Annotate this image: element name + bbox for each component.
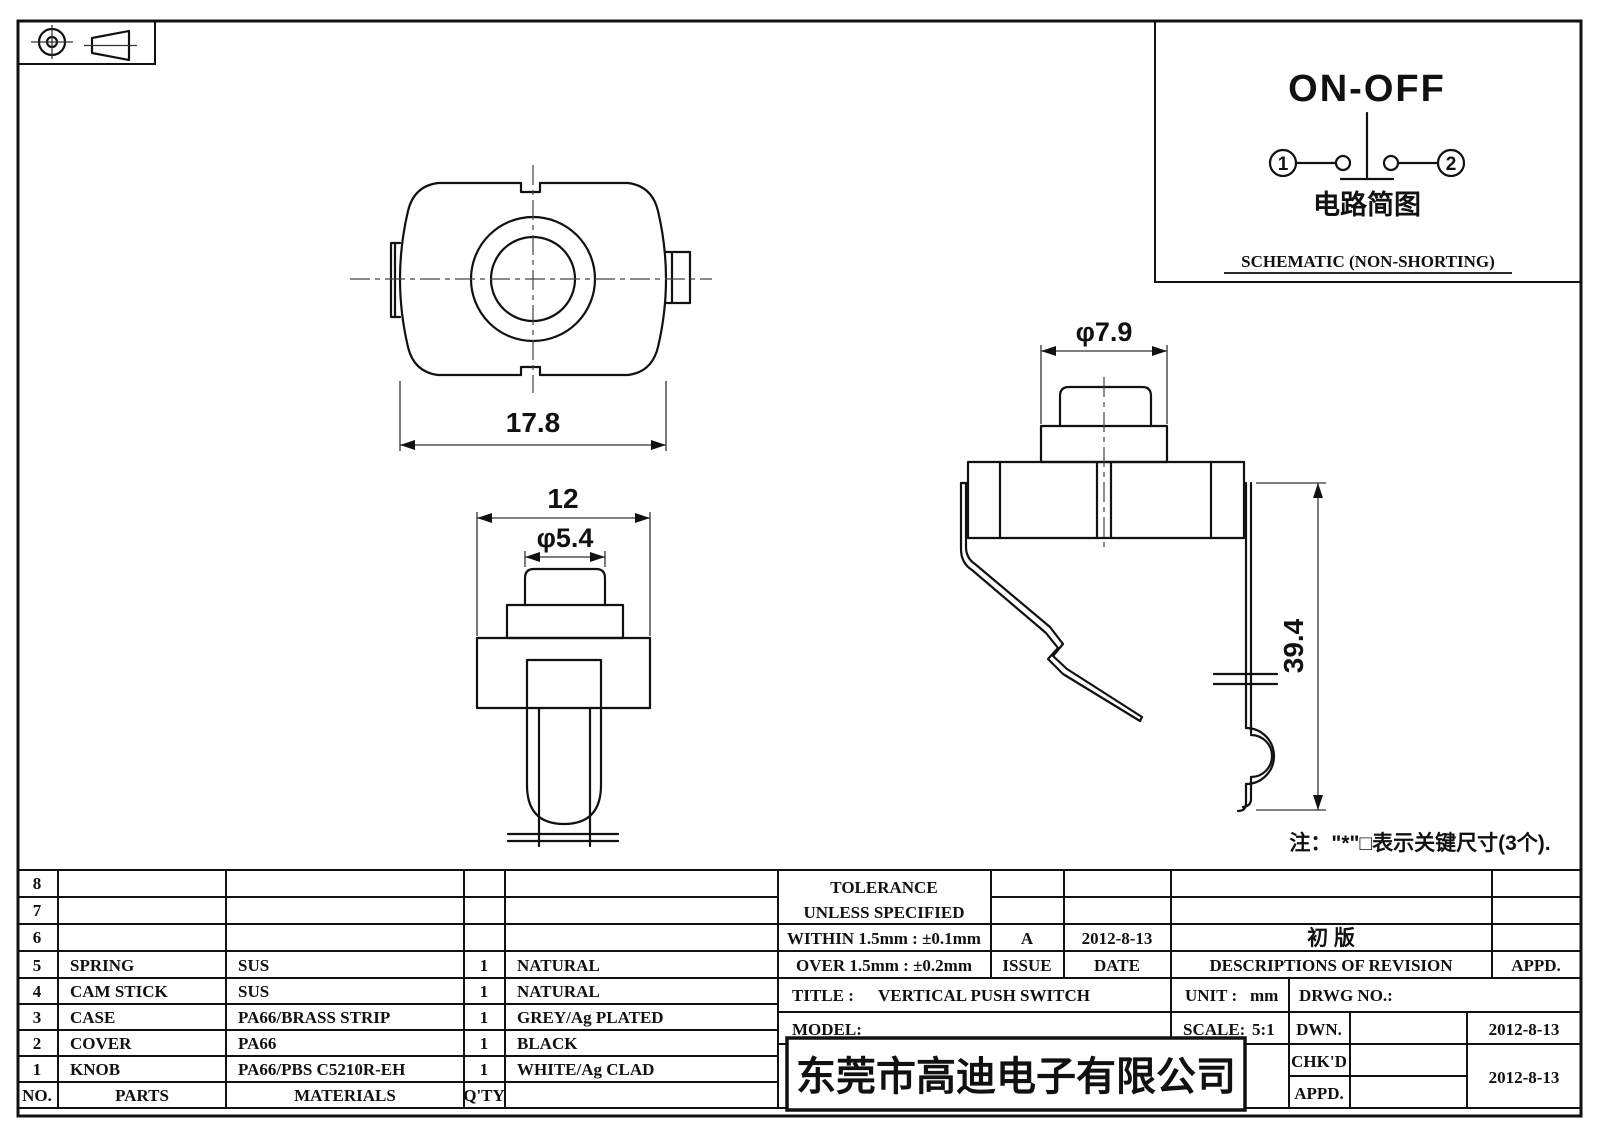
unit-value: mm	[1250, 986, 1278, 1005]
tolerance-over: OVER 1.5mm : ±0.2mm	[796, 956, 972, 975]
revision-label: DESCRIPTIONS OF REVISION	[1209, 956, 1453, 975]
side-view: φ7.9 39.4	[959, 317, 1326, 813]
row-part: SPRING	[70, 956, 134, 975]
issue-label: ISSUE	[1002, 956, 1051, 975]
unit-label: UNIT :	[1185, 986, 1237, 1005]
row-no: 6	[33, 928, 42, 947]
chkd-date: 2012-8-13	[1489, 1068, 1560, 1087]
row-material: PA66/PBS C5210R-EH	[238, 1060, 405, 1079]
schematic-box	[1154, 20, 1582, 283]
schematic-caption-cn: 电路简图	[1313, 189, 1421, 220]
dwn-date: 2012-8-13	[1489, 1020, 1560, 1039]
terminal-1-label: 1	[1278, 154, 1289, 175]
dim-front-width: 12	[547, 483, 578, 514]
row-no: 4	[33, 982, 42, 1001]
tolerance-within: WITHIN 1.5mm : ±0.1mm	[787, 929, 981, 948]
row-finish: BLACK	[517, 1034, 578, 1053]
issue-value: A	[1021, 929, 1034, 948]
row-finish: NATURAL	[517, 956, 600, 975]
row-material: PA66/BRASS STRIP	[238, 1008, 390, 1027]
row-no: 8	[33, 874, 42, 893]
title-value: VERTICAL PUSH SWITCH	[878, 986, 1090, 1005]
drwg-no-label: DRWG NO.:	[1299, 986, 1393, 1005]
parts-table: 8 7 6 5 SPRING SUS 1 NATURAL 4 CAM STICK…	[22, 874, 663, 1105]
scale-label: SCALE:	[1183, 1020, 1245, 1039]
table-grid	[18, 869, 1581, 1109]
company-box	[785, 1036, 1247, 1112]
row-no: 7	[33, 901, 42, 920]
dim-side-knob-dia: φ7.9	[1076, 317, 1133, 347]
key-dimension-note: 注："*"□表示关键尺寸(3个).	[1289, 831, 1550, 855]
header-no: NO.	[22, 1086, 52, 1105]
row-no: 1	[33, 1060, 42, 1079]
date-label: DATE	[1094, 956, 1140, 975]
row-part: CASE	[70, 1008, 115, 1027]
schematic-function-label: ON-OFF	[1288, 68, 1446, 110]
row-part: COVER	[70, 1034, 132, 1053]
header-materials: MATERIALS	[294, 1086, 396, 1105]
row-qty: 1	[480, 1034, 489, 1053]
row-material: SUS	[238, 956, 269, 975]
company-name: 东莞市高迪电子有限公司	[796, 1055, 1236, 1099]
tolerance-title-1: TOLERANCE	[830, 878, 937, 897]
switch-circuit-symbol: 1 2	[1268, 111, 1466, 181]
title-block: TITLE : VERTICAL PUSH SWITCH UNIT : mm D…	[785, 986, 1560, 1112]
dwn-label: DWN.	[1296, 1020, 1342, 1039]
scale-value: 5:1	[1252, 1020, 1275, 1039]
appd-label: APPD.	[1294, 1084, 1344, 1103]
dim-top-width: 17.8	[506, 407, 561, 438]
top-view: 17.8	[350, 165, 712, 451]
projection-symbol-icon	[17, 20, 156, 65]
dim-front-knob-dia: φ5.4	[537, 523, 594, 553]
row-material: SUS	[238, 982, 269, 1001]
row-finish: WHITE/Ag CLAD	[517, 1060, 654, 1079]
row-qty: 1	[480, 956, 489, 975]
row-no: 5	[33, 956, 42, 975]
model-label: MODEL:	[792, 1020, 862, 1039]
row-part: CAM STICK	[70, 982, 169, 1001]
revision-appd-label: APPD.	[1511, 956, 1561, 975]
header-parts: PARTS	[115, 1086, 169, 1105]
schematic-panel: ON-OFF 1 2 电路简图 SCHEMATIC (NON-SHORTING)	[1154, 20, 1582, 283]
row-finish: NATURAL	[517, 982, 600, 1001]
tolerance-block: TOLERANCE UNLESS SPECIFIED WITHIN 1.5mm …	[787, 878, 1561, 975]
row-qty: 1	[480, 1060, 489, 1079]
row-no: 2	[33, 1034, 42, 1053]
header-qty: Q'TY	[463, 1086, 505, 1105]
revision-date: 2012-8-13	[1082, 929, 1153, 948]
dim-side-height: 39.4	[1278, 618, 1309, 673]
row-finish: GREY/Ag PLATED	[517, 1008, 664, 1027]
schematic-caption-en: SCHEMATIC (NON-SHORTING)	[1241, 252, 1495, 271]
sheet-border	[16, 19, 1583, 1118]
front-view: 12 φ5.4	[475, 483, 652, 848]
row-qty: 1	[480, 982, 489, 1001]
row-part: KNOB	[70, 1060, 120, 1079]
chkd-label: CHK'D	[1291, 1052, 1347, 1071]
terminal-2-label: 2	[1446, 154, 1457, 175]
revision-description: 初 版	[1307, 926, 1355, 950]
row-no: 3	[33, 1008, 42, 1027]
title-label: TITLE :	[792, 986, 854, 1005]
row-material: PA66	[238, 1034, 276, 1053]
row-qty: 1	[480, 1008, 489, 1027]
tolerance-title-2: UNLESS SPECIFIED	[803, 903, 964, 922]
